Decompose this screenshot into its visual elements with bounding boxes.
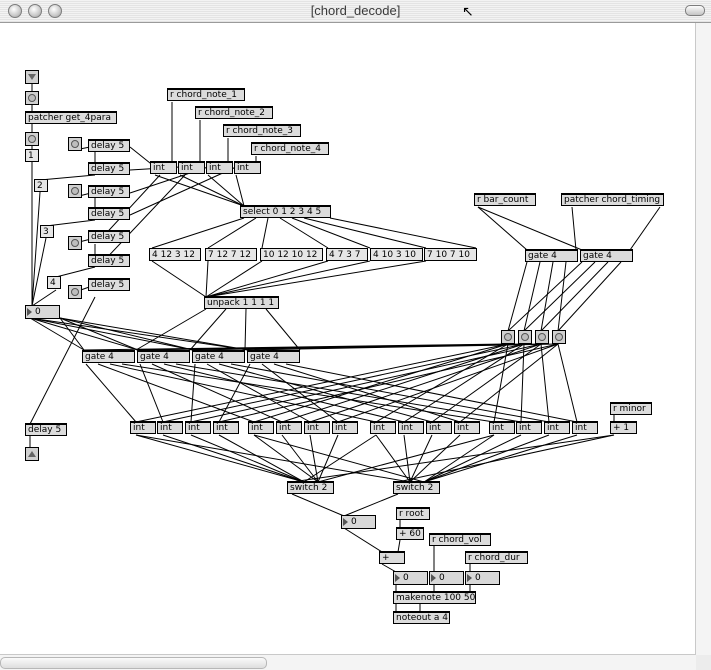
minimize-button[interactable] xyxy=(28,4,42,18)
chord-message[interactable]: 10 12 10 12 xyxy=(260,248,323,261)
bang-button[interactable] xyxy=(68,236,82,250)
gate-object[interactable]: gate 4 xyxy=(192,350,245,363)
int-object[interactable]: int xyxy=(248,421,274,434)
int-object[interactable]: int xyxy=(332,421,358,434)
message-4[interactable]: 4 xyxy=(47,276,61,289)
patcher-canvas[interactable] xyxy=(0,23,696,655)
gate-object[interactable]: gate 4 xyxy=(247,350,300,363)
chord-message[interactable]: 4 7 3 7 xyxy=(326,248,368,261)
r-minor[interactable]: r minor xyxy=(610,402,652,415)
bang-button[interactable] xyxy=(501,330,515,344)
int-object[interactable]: int xyxy=(516,421,542,434)
outlet[interactable] xyxy=(25,447,39,461)
bang-button[interactable] xyxy=(518,330,532,344)
plus-object[interactable]: + xyxy=(379,551,405,564)
bang-button[interactable] xyxy=(552,330,566,344)
chord-message[interactable]: 7 10 7 10 xyxy=(424,248,477,261)
switch-object[interactable]: switch 2 xyxy=(393,481,440,494)
delay-object[interactable]: delay 5 xyxy=(88,207,130,220)
bang-button[interactable] xyxy=(68,285,82,299)
patcher-get-4para[interactable]: patcher get_4para xyxy=(25,111,117,124)
int-object[interactable]: int xyxy=(150,161,177,174)
delay-object[interactable]: delay 5 xyxy=(88,139,130,152)
resize-handle[interactable] xyxy=(696,655,711,670)
int-object[interactable]: int xyxy=(370,421,396,434)
bang-button[interactable] xyxy=(25,132,39,146)
bang-button[interactable] xyxy=(68,184,82,198)
int-object[interactable]: int xyxy=(572,421,598,434)
chord-message[interactable]: 4 12 3 12 xyxy=(149,248,201,261)
patcher-chord-timing[interactable]: patcher chord_timing xyxy=(561,193,664,206)
plus-60-object[interactable]: + 60 xyxy=(396,527,424,540)
plus-one-object[interactable]: + 1 xyxy=(610,421,637,434)
noteout-object[interactable]: noteout a 4 xyxy=(393,611,450,624)
r-bar-count[interactable]: r bar_count xyxy=(474,193,536,206)
int-object[interactable]: int xyxy=(178,161,205,174)
int-object[interactable]: int xyxy=(130,421,156,434)
int-object[interactable]: int xyxy=(213,421,239,434)
bang-button[interactable] xyxy=(25,91,39,105)
delay-object[interactable]: delay 5 xyxy=(88,278,130,291)
inlet[interactable] xyxy=(25,70,39,84)
r-root[interactable]: r root xyxy=(396,507,430,520)
delay-object[interactable]: delay 5 xyxy=(88,162,130,175)
number-box[interactable]: 0 xyxy=(25,305,60,319)
int-object[interactable]: int xyxy=(185,421,211,434)
r-chord-note-4[interactable]: r chord_note_4 xyxy=(251,142,329,155)
r-chord-note-3[interactable]: r chord_note_3 xyxy=(223,124,301,137)
int-object[interactable]: int xyxy=(304,421,330,434)
r-chord-vol[interactable]: r chord_vol xyxy=(429,533,491,546)
int-object[interactable]: int xyxy=(276,421,302,434)
message-3[interactable]: 3 xyxy=(40,225,54,238)
toolbar-toggle-button[interactable] xyxy=(685,5,705,16)
unpack-object[interactable]: unpack 1 1 1 1 xyxy=(204,296,279,309)
message-1[interactable]: 1 xyxy=(25,149,39,162)
delay-object[interactable]: delay 5 xyxy=(88,230,130,243)
int-object[interactable]: int xyxy=(206,161,233,174)
int-object[interactable]: int xyxy=(234,161,261,174)
title-bar[interactable]: [chord_decode] ↖ xyxy=(0,0,711,23)
gate-object[interactable]: gate 4 xyxy=(82,350,135,363)
chord-message[interactable]: 4 10 3 10 xyxy=(370,248,423,261)
r-chord-note-1[interactable]: r chord_note_1 xyxy=(167,88,245,101)
window-title: [chord_decode] xyxy=(310,3,401,18)
message-2[interactable]: 2 xyxy=(34,179,48,192)
mouse-cursor-icon: ↖ xyxy=(462,4,474,20)
number-box[interactable]: 0 xyxy=(465,571,500,585)
int-object[interactable]: int xyxy=(157,421,183,434)
chord-message[interactable]: 7 12 7 12 xyxy=(205,248,257,261)
vertical-scrollbar[interactable] xyxy=(695,23,711,655)
close-button[interactable] xyxy=(8,4,22,18)
r-chord-dur[interactable]: r chord_dur xyxy=(465,551,528,564)
gate-object[interactable]: gate 4 xyxy=(525,249,578,262)
number-box[interactable]: 0 xyxy=(341,515,376,529)
bang-button[interactable] xyxy=(535,330,549,344)
makenote-object[interactable]: makenote 100 50 xyxy=(393,591,476,604)
gate-object[interactable]: gate 4 xyxy=(137,350,190,363)
switch-object[interactable]: switch 2 xyxy=(287,481,334,494)
horizontal-scrollbar[interactable] xyxy=(0,654,696,670)
int-object[interactable]: int xyxy=(489,421,515,434)
select-object[interactable]: select 0 1 2 3 4 5 xyxy=(240,205,331,218)
delay-object[interactable]: delay 5 xyxy=(88,185,130,198)
gate-object[interactable]: gate 4 xyxy=(580,249,633,262)
number-box[interactable]: 0 xyxy=(429,571,464,585)
int-object[interactable]: int xyxy=(454,421,480,434)
int-object[interactable]: int xyxy=(426,421,452,434)
number-box[interactable]: 0 xyxy=(393,571,428,585)
delay-object[interactable]: delay 5 xyxy=(88,254,130,267)
int-object[interactable]: int xyxy=(544,421,570,434)
zoom-button[interactable] xyxy=(48,4,62,18)
r-chord-note-2[interactable]: r chord_note_2 xyxy=(195,106,273,119)
bang-button[interactable] xyxy=(68,137,82,151)
int-object[interactable]: int xyxy=(398,421,424,434)
horizontal-scroll-thumb[interactable] xyxy=(0,657,267,669)
delay-object[interactable]: delay 5 xyxy=(25,423,67,436)
